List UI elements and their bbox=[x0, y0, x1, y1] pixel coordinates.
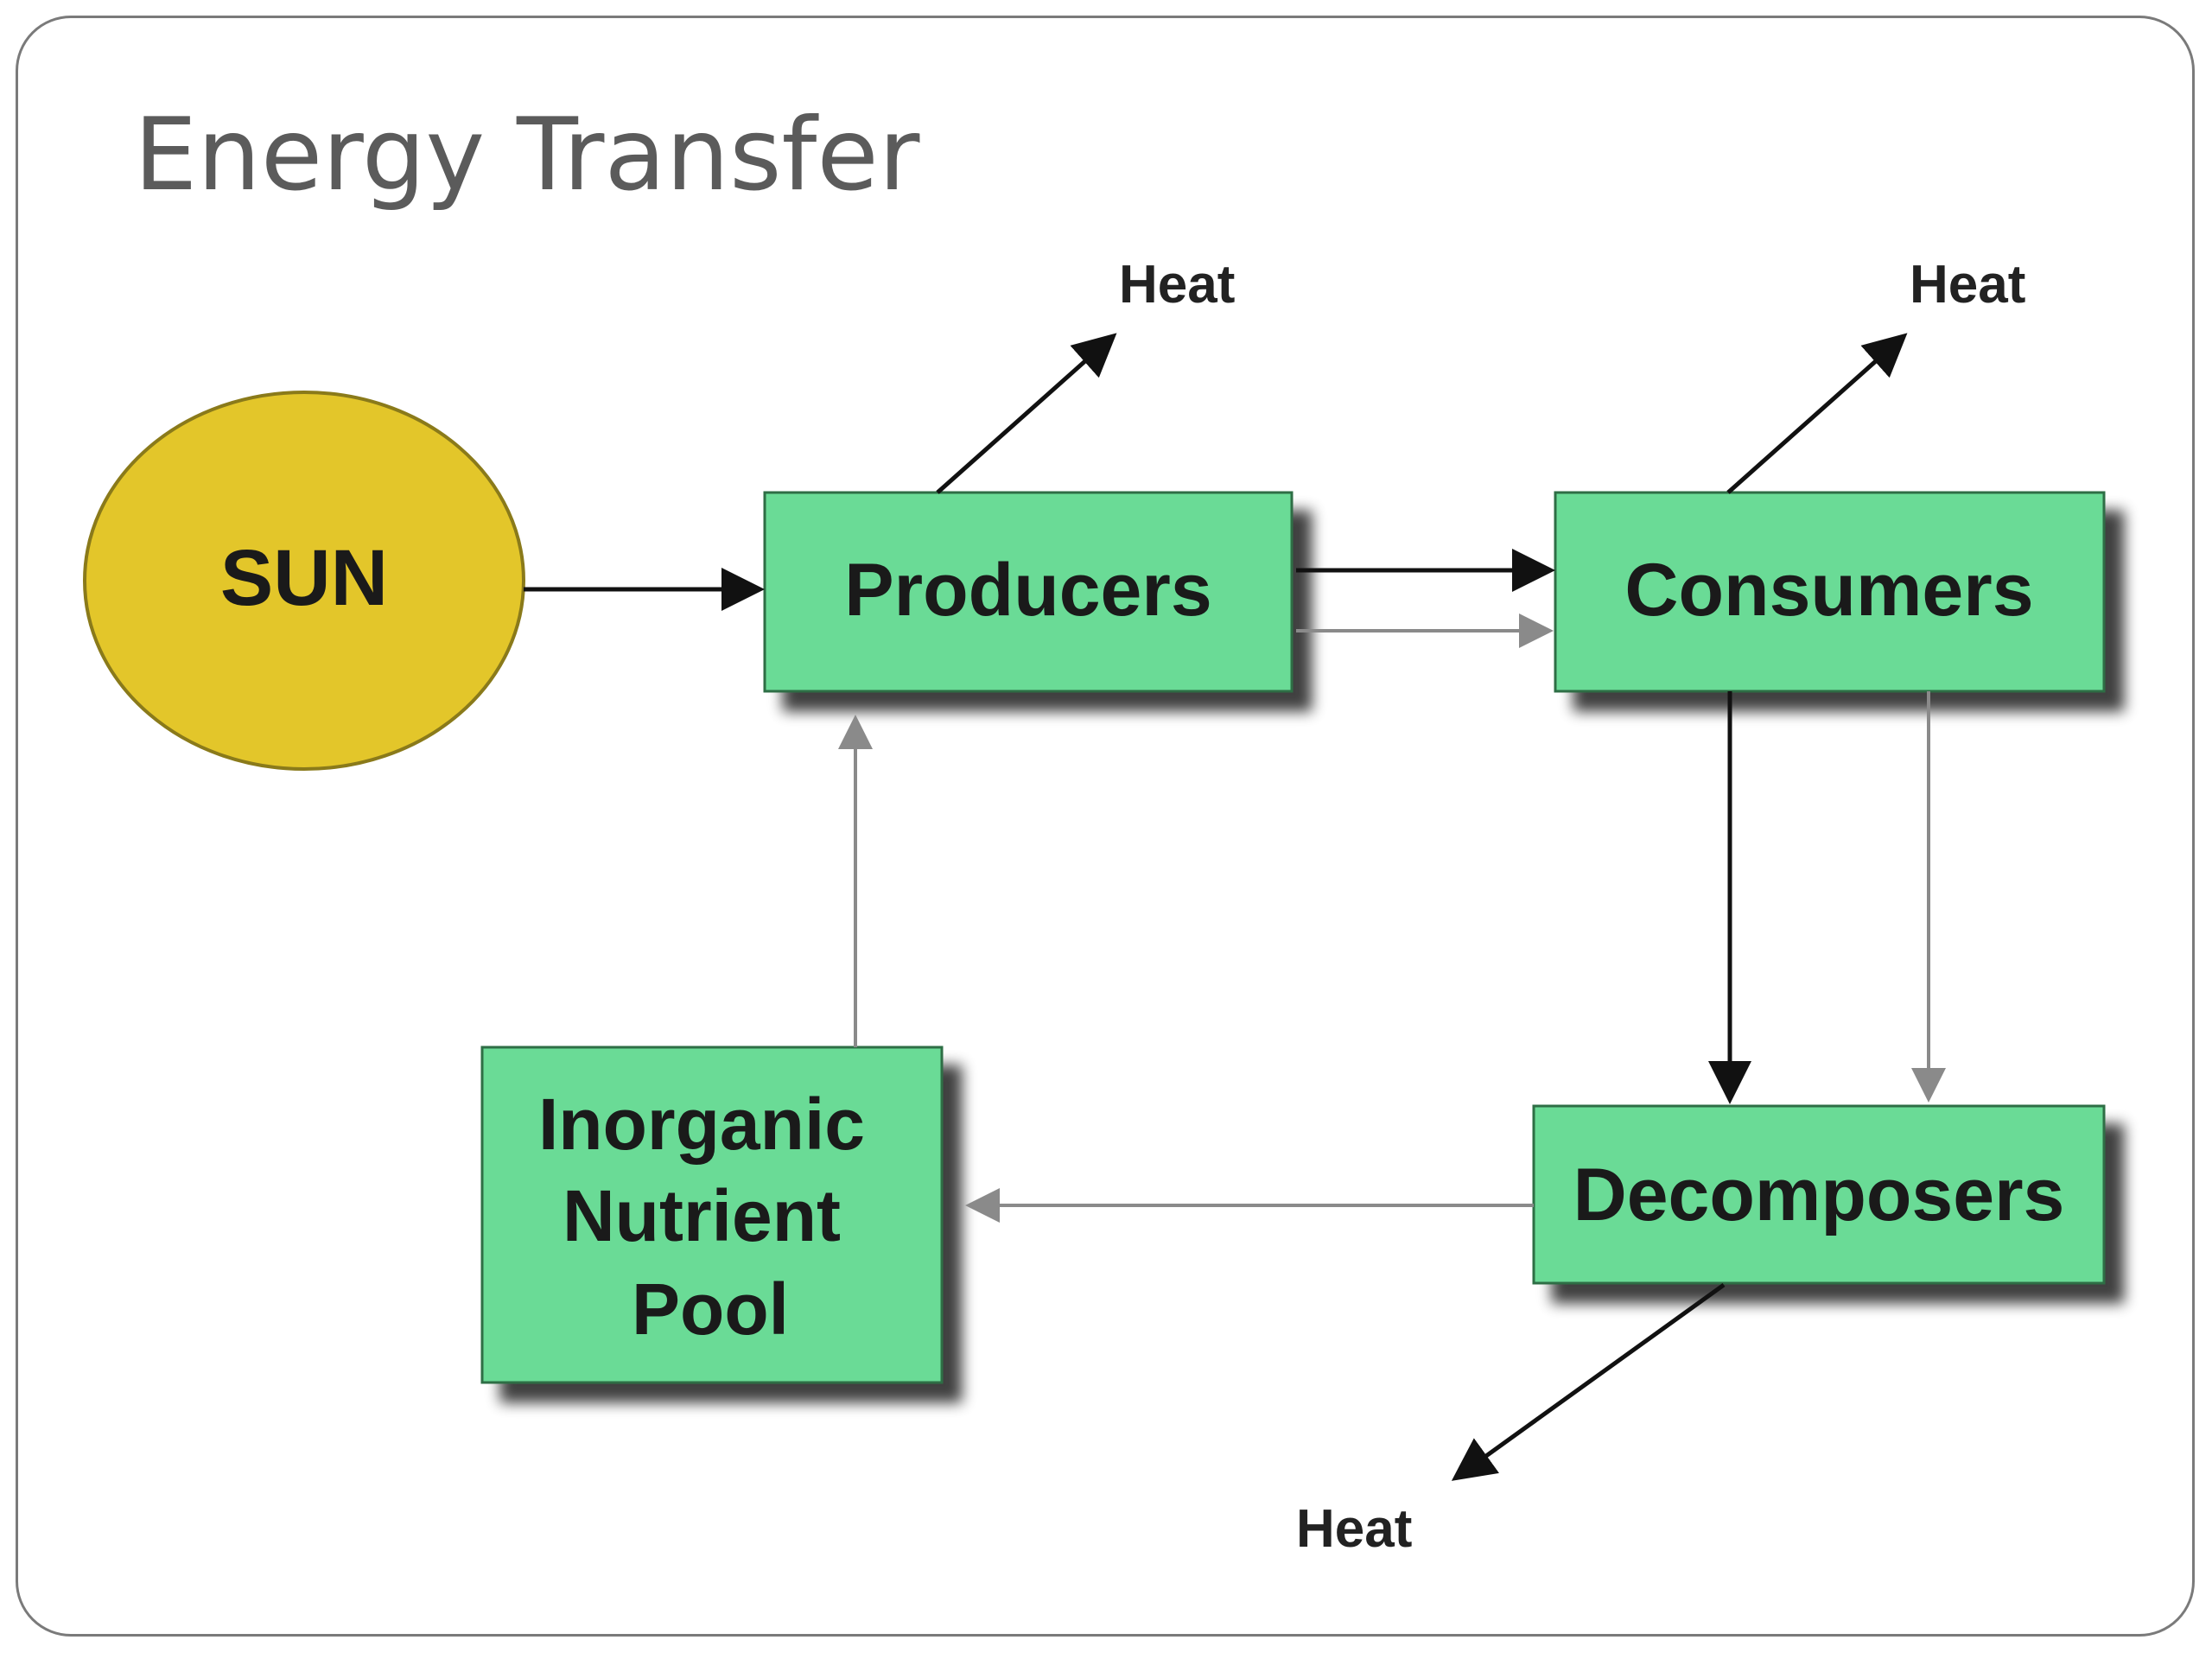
producers-box bbox=[763, 491, 1294, 693]
heat-label-producers: Heat bbox=[1119, 255, 1235, 315]
decomposers-node: Decomposers bbox=[1532, 1104, 2106, 1285]
arrow-consumers-heat bbox=[1726, 333, 1908, 494]
producers-node: Producers bbox=[763, 491, 1294, 693]
sun-shape bbox=[83, 391, 525, 771]
heat-label-decomposers: Heat bbox=[1296, 1499, 1412, 1559]
nutrient-pool-box bbox=[480, 1046, 944, 1384]
page-title: Energy Transfer bbox=[134, 97, 920, 213]
nutrient-pool-node: Inorganic Nutrient Pool bbox=[480, 1046, 944, 1384]
consumers-node: Consumers bbox=[1554, 491, 2106, 693]
heat-label-consumers: Heat bbox=[1910, 255, 2025, 315]
consumers-box bbox=[1554, 491, 2106, 693]
sun-node: SUN bbox=[83, 391, 525, 771]
consumers-label: Consumers bbox=[1624, 549, 2033, 632]
nutrient-pool-label-line2: Nutrient bbox=[563, 1175, 841, 1256]
arrow-producers-heat bbox=[936, 333, 1117, 494]
slide-frame bbox=[16, 16, 2195, 1637]
nutrient-pool-label-line1: Inorganic bbox=[538, 1084, 865, 1165]
decomposers-label: Decomposers bbox=[1573, 1154, 2065, 1236]
producers-label: Producers bbox=[844, 549, 1211, 632]
sun-label: SUN bbox=[220, 534, 388, 622]
arrow-decomposers-heat bbox=[1451, 1282, 1726, 1481]
decomposers-box bbox=[1532, 1104, 2106, 1285]
nutrient-pool-label-line3: Pool bbox=[632, 1268, 789, 1350]
